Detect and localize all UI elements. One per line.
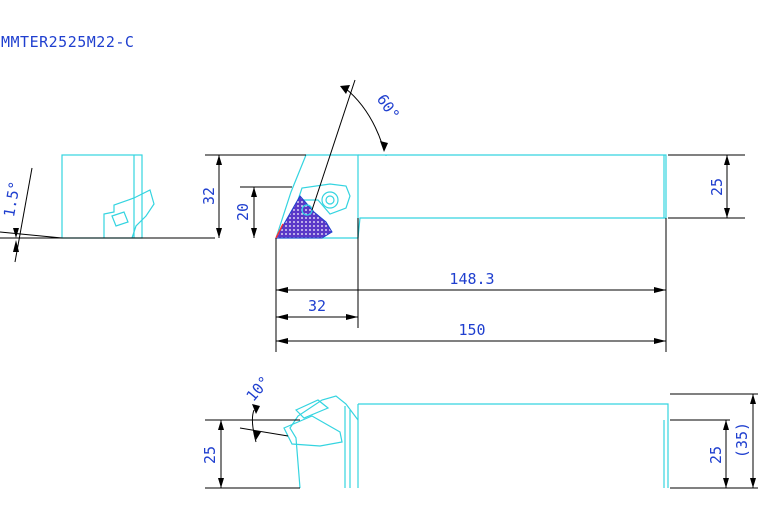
end-view: 1.5°: [0, 154, 215, 263]
dim-length-32: 32: [308, 297, 326, 315]
insert-angle-label: 60°: [373, 91, 403, 124]
inclination-angle-label: 10°: [243, 373, 274, 405]
dim-side-25-left: 25: [201, 446, 219, 464]
clearance-angle-label: 1.5°: [0, 180, 24, 219]
cutting-insert: [275, 195, 333, 239]
dim-height-32: 32: [200, 187, 218, 205]
dim-side-25-right: 25: [707, 446, 725, 464]
dim-height-20: 20: [234, 203, 252, 221]
dim-length-150: 150: [458, 321, 485, 339]
side-view: 10° 25 25 (35): [201, 373, 758, 489]
dim-length-148-3: 148.3: [449, 270, 494, 288]
dim-side-35-ref: (35): [733, 422, 751, 458]
drawing-title: MMTER2525M22-C: [1, 33, 135, 51]
dim-shank-25: 25: [708, 178, 726, 196]
top-view: 60° 32 20 25 148.3 32 150: [200, 79, 745, 352]
